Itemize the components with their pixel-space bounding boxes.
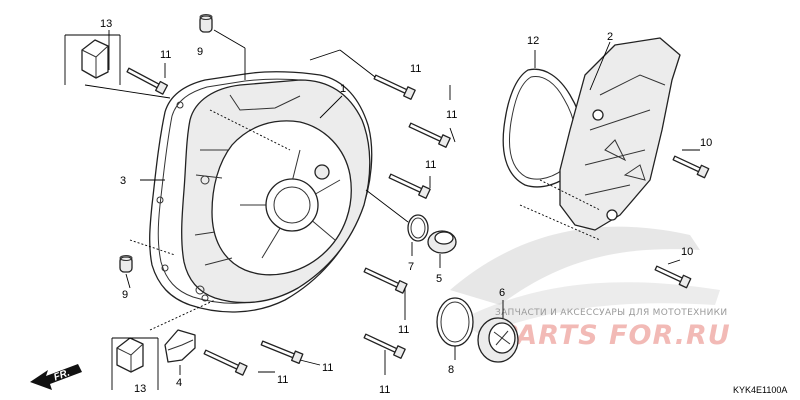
label-5: 5: [436, 273, 442, 285]
bolt-11-h: [203, 349, 248, 376]
label-7: 7: [408, 261, 414, 273]
bolt-11-a: [126, 67, 169, 95]
bolt-10-b: [654, 265, 692, 289]
label-11-h: 11: [379, 384, 390, 396]
label-11-a: 11: [160, 49, 171, 61]
watermark: ЗАПЧАСТИ И АКСЕССУАРЫ ДЛЯ МОТОТЕХНИКИ PA…: [450, 226, 731, 351]
front-direction-label: FR.: [52, 368, 71, 384]
dowel-pin-top: [199, 14, 213, 33]
label-13-bottom: 13: [134, 383, 146, 395]
label-11-d: 11: [425, 159, 436, 171]
label-10-b: 10: [681, 246, 693, 258]
left-crankcase-cover: [181, 79, 371, 304]
crankshaft-hole-cap: [477, 317, 519, 363]
label-11-e: 11: [398, 324, 409, 336]
bolt-11-f: [363, 333, 406, 359]
label-11-b: 11: [410, 63, 421, 75]
front-direction-arrow: FR.: [30, 364, 82, 390]
wire-clip-top: [81, 39, 109, 79]
watermark-tagline: ЗАПЧАСТИ И АКСЕССУАРЫ ДЛЯ МОТОТЕХНИКИ: [495, 308, 727, 318]
label-1: 1: [340, 83, 346, 95]
wire-clip-bottom: [116, 337, 144, 373]
label-6: 6: [499, 287, 505, 299]
label-13-top: 13: [100, 18, 112, 30]
bolt-11-b: [373, 74, 416, 100]
bolt-11-d: [388, 173, 431, 199]
label-11-g: 11: [277, 374, 288, 386]
timing-hole-cap: [427, 230, 457, 254]
bolt-11-e: [363, 267, 408, 294]
watermark-logo: PARTS FOR.RU: [498, 320, 731, 351]
label-2: 2: [607, 31, 613, 43]
label-11-c: 11: [446, 109, 457, 121]
label-8: 8: [448, 364, 454, 376]
label-3: 3: [120, 175, 126, 187]
label-4: 4: [176, 377, 182, 389]
bolt-11-c: [408, 122, 451, 148]
label-9-top: 9: [197, 46, 203, 58]
o-ring-large: [436, 297, 474, 347]
part-labels: 13 9 11 1 11 11 11 3 12 2 10 10 7 5 9 6 …: [100, 18, 712, 396]
sprocket-cover: [559, 37, 681, 231]
bolt-11-g: [260, 340, 304, 365]
label-11-f: 11: [322, 362, 333, 374]
watermark-wing-shape: [450, 226, 700, 305]
clamp: [164, 329, 196, 363]
bolt-10-a: [672, 155, 710, 179]
o-ring-small: [407, 214, 429, 242]
diagram-code: KYK4E1100A: [733, 385, 787, 395]
leader-lines: [64, 29, 700, 390]
dowel-pin-bottom: [119, 255, 133, 273]
label-12: 12: [527, 35, 539, 47]
label-9-bottom: 9: [122, 289, 128, 301]
label-10-a: 10: [700, 137, 712, 149]
